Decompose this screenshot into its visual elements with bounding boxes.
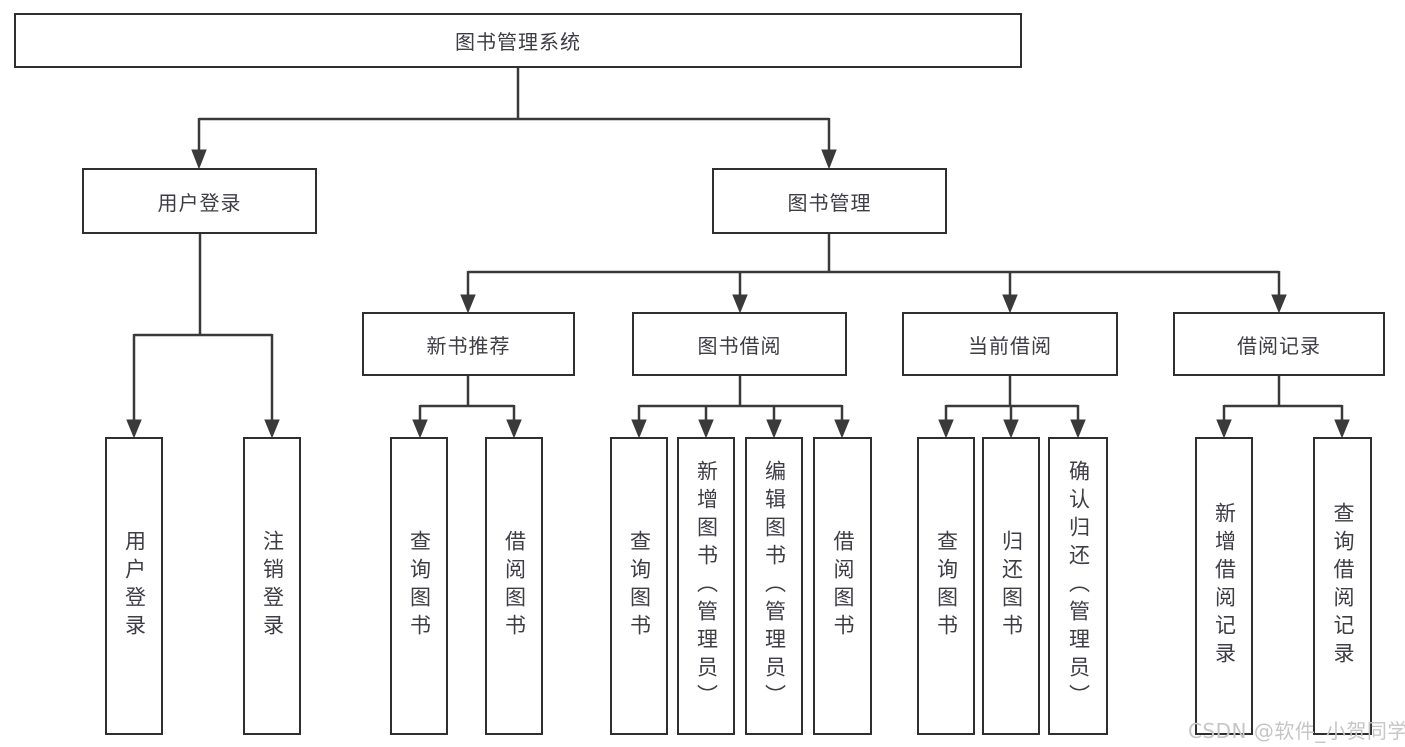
leaf-borrow-books-recommend: 借阅图书: [485, 437, 543, 735]
leaf-query-books-current: 查询图书: [917, 437, 975, 735]
leaf-add-book-admin-label: 新增图书（管理员）: [694, 460, 719, 712]
leaf-query-books-current-label: 查询图书: [934, 530, 959, 642]
leaf-add-borrow-record-label: 新增借阅记录: [1212, 502, 1237, 670]
leaf-query-borrow-record-label: 查询借阅记录: [1331, 502, 1355, 670]
leaf-query-books-recommend-label: 查询图书: [407, 530, 432, 642]
node-current-borrow: 当前借阅: [902, 312, 1118, 376]
node-new-book-recommend-label: 新书推荐: [426, 333, 511, 358]
node-root: 图书管理系统: [14, 13, 1022, 68]
node-book-management: 图书管理: [712, 168, 947, 234]
node-book-management-label: 图书管理: [787, 190, 872, 215]
leaf-add-book-admin: 新增图书（管理员）: [677, 437, 735, 735]
leaf-logout-label: 注销登录: [260, 530, 285, 642]
leaf-user-login: 用户登录: [105, 437, 163, 735]
node-book-borrow: 图书借阅: [632, 312, 847, 376]
leaf-user-login-label: 用户登录: [122, 530, 147, 642]
leaf-confirm-return-admin-label: 确认归还（管理员）: [1066, 460, 1091, 712]
leaf-query-books-borrow-label: 查询图书: [627, 530, 652, 642]
leaf-return-books: 归还图书: [982, 437, 1040, 735]
leaf-query-books-borrow: 查询图书: [610, 437, 668, 735]
leaf-logout: 注销登录: [243, 437, 301, 735]
node-new-book-recommend: 新书推荐: [362, 312, 575, 376]
node-borrow-records-label: 借阅记录: [1237, 333, 1321, 358]
csdn-watermark: CSDN @软件_小贺同学: [1188, 719, 1405, 743]
node-borrow-records: 借阅记录: [1173, 312, 1385, 376]
leaf-add-borrow-record: 新增借阅记录: [1195, 437, 1253, 735]
leaf-edit-book-admin-label: 编辑图书（管理员）: [762, 460, 787, 712]
leaf-edit-book-admin: 编辑图书（管理员）: [745, 437, 803, 735]
leaf-borrow-books-borrow: 借阅图书: [813, 437, 872, 735]
leaf-confirm-return-admin: 确认归还（管理员）: [1048, 437, 1108, 735]
node-current-borrow-label: 当前借阅: [968, 333, 1052, 358]
leaf-borrow-books-borrow-label: 借阅图书: [831, 530, 855, 642]
leaf-query-borrow-record: 查询借阅记录: [1313, 437, 1372, 735]
leaf-borrow-books-recommend-label: 借阅图书: [502, 530, 527, 642]
node-root-label: 图书管理系统: [455, 30, 581, 54]
node-user-login: 用户登录: [82, 168, 317, 234]
node-user-login-label: 用户登录: [157, 190, 242, 215]
leaf-query-books-recommend: 查询图书: [390, 437, 448, 735]
node-book-borrow-label: 图书借阅: [697, 333, 782, 358]
leaf-return-books-label: 归还图书: [999, 530, 1024, 642]
